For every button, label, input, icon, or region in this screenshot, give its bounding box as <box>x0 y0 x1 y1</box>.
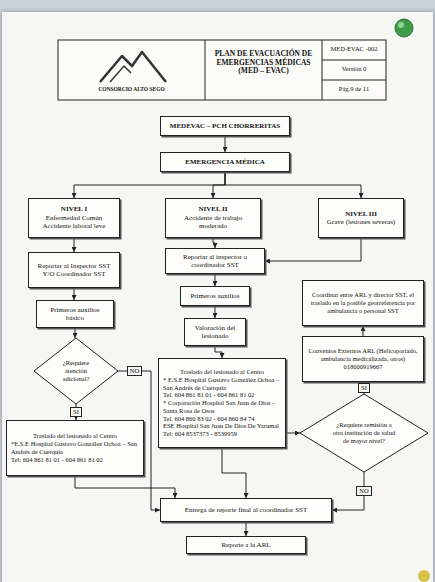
process-box: Reportar al Inspector SST Y/O Coordinado… <box>28 252 120 288</box>
box-text: Entrega de reporte final al coordinador … <box>165 506 327 514</box>
process-box: Convenios Externos ARL (Helicoportado, a… <box>302 336 424 382</box>
process-box: Primeros auxilios <box>180 286 250 306</box>
table-cell-text: Versión 0 <box>323 65 385 72</box>
flow-arrow <box>215 346 222 358</box>
flow-arrow <box>213 172 225 198</box>
process-box: Coordinar entre ARL y director SST, el t… <box>302 280 424 326</box>
box-heading: MEDEVAC – PCH CHORRERITAS <box>165 122 285 130</box>
flow-arrow <box>265 238 361 261</box>
box-heading: NIVEL I <box>33 205 115 213</box>
branch-label: NO <box>127 366 142 376</box>
push-pin <box>418 570 430 582</box>
branch-label: SI <box>358 383 370 393</box>
flow-arrow <box>215 274 216 286</box>
box-text: * Corporación Hospital San Juan de Dios … <box>163 399 281 415</box>
mountain-logo <box>100 52 166 82</box>
push-pin <box>395 19 413 37</box>
box-text: Reportar al inspector o coordinador SST <box>170 253 260 270</box>
box-heading: EMERGENCIA MÉDICA <box>165 158 285 166</box>
box-text: ¿Requiere atención adicional? <box>55 359 97 382</box>
table-cell-text: MED-EVAC -002 <box>323 45 385 52</box>
flow-arrow <box>213 238 215 248</box>
process-box: NIVEL IEnfermedad Común Accidente labora… <box>28 198 120 238</box>
process-box: Valoración del lesionado <box>184 318 246 346</box>
flow-arrow <box>215 306 216 318</box>
diamond-text: ¿Requiere remisión a otra institución de… <box>332 421 396 444</box>
box-text: Tel. 604 860 83 02 - 604 860 84 74 <box>163 415 281 423</box>
table-cell-text: Pág.9 de 11 <box>323 85 385 92</box>
box-text: Convenios Externos ARL (Helicoportado, a… <box>307 347 419 370</box>
box-text: ¿Requiere remisión a otra institución de… <box>332 421 396 444</box>
flow-arrow <box>246 522 247 536</box>
process-box: EMERGENCIA MÉDICA <box>160 152 290 172</box>
flow-arrow <box>225 136 226 152</box>
box-text: Accidente de trabajo moderado <box>170 214 256 231</box>
process-box: Primeros auxilios básico <box>36 300 114 328</box>
box-text: Primeros auxilios básico <box>41 306 109 323</box>
box-heading: NIVEL III <box>323 210 399 218</box>
header-table <box>58 40 386 100</box>
box-text: Primeros auxilios <box>185 292 245 300</box>
box-text: *E.S.E Hospital Gustavo González Ochoa –… <box>11 440 139 456</box>
flow-arrow <box>286 433 300 434</box>
box-text: Traslado del lesionado al Centro <box>11 432 139 440</box>
push-pin <box>398 22 404 28</box>
flow-arrow <box>363 326 364 336</box>
box-text: Traslado del lesionado al Centro <box>163 368 281 376</box>
box-text: Tel: 604 8537373 - 8539959 <box>163 430 281 438</box>
process-box: Reporte a la ARL <box>186 536 306 554</box>
flow-arrow <box>75 328 76 338</box>
process-box: Reportar al inspector o coordinador SST <box>165 248 265 274</box>
box-heading: NIVEL II <box>170 205 256 213</box>
flow-arrow <box>74 288 75 300</box>
flow-arrow <box>225 172 361 198</box>
process-box: Traslado del lesionado al Centro* E.S.E … <box>158 358 286 448</box>
header-title: PLAN DE EVACUACIÓN DE EMERGENCIAS MÉDICA… <box>208 50 319 76</box>
box-text: * E.S.E Hospital Gustavo González Ochoa … <box>163 376 281 392</box>
table-cell-text: CONSORCIO ALTO SEGO <box>60 86 203 92</box>
process-box: MEDEVAC – PCH CHORRERITAS <box>160 116 290 136</box>
box-text: Reportar al Inspector SST Y/O Coordinado… <box>33 262 115 279</box>
box-text: Tel: 604 861 81 01 - 604 861 81 02 <box>11 456 139 464</box>
box-text: ESE Hospital San Juan De Dios De Yarumal <box>163 422 281 430</box>
table-rule <box>322 60 386 61</box>
process-box: Traslado del lesionado al Centro*E.S.E H… <box>6 420 144 476</box>
flow-arrow <box>222 448 246 498</box>
table-rule <box>322 80 386 81</box>
process-box: Entrega de reporte final al coordinador … <box>160 498 332 522</box>
flow-arrow <box>74 172 225 198</box>
table-rule <box>322 40 323 100</box>
table-rule <box>205 40 206 100</box>
process-box: NIVEL IIIGrave (lesiones severas) <box>318 198 404 238</box>
branch-label: SI <box>70 407 82 417</box>
box-text: Grave (lesiones severas) <box>323 218 399 226</box>
box-text: Reporte a la ARL <box>191 541 301 549</box>
process-box: NIVEL IIAccidente de trabajo moderado <box>165 198 261 238</box>
flow-arrow <box>74 238 75 252</box>
box-text: Coordinar entre ARL y director SST, el t… <box>307 291 419 314</box>
flow-arrow <box>75 476 175 498</box>
mountain-logo <box>110 66 131 82</box>
decision-diamond: ¿Requiere remisión a otra institución de… <box>300 394 428 472</box>
decision-diamond: ¿Requiere atención adicional? <box>34 338 118 404</box>
branch-label: NO <box>356 486 371 496</box>
diamond-text: ¿Requiere atención adicional? <box>55 359 97 382</box>
box-text: Valoración del lesionado <box>189 324 241 341</box>
box-text: Tel. 604 861 81 01 - 604 861 81 02 <box>163 391 281 399</box>
box-text: Enfermedad Común Accidente laboral leve <box>33 214 115 231</box>
